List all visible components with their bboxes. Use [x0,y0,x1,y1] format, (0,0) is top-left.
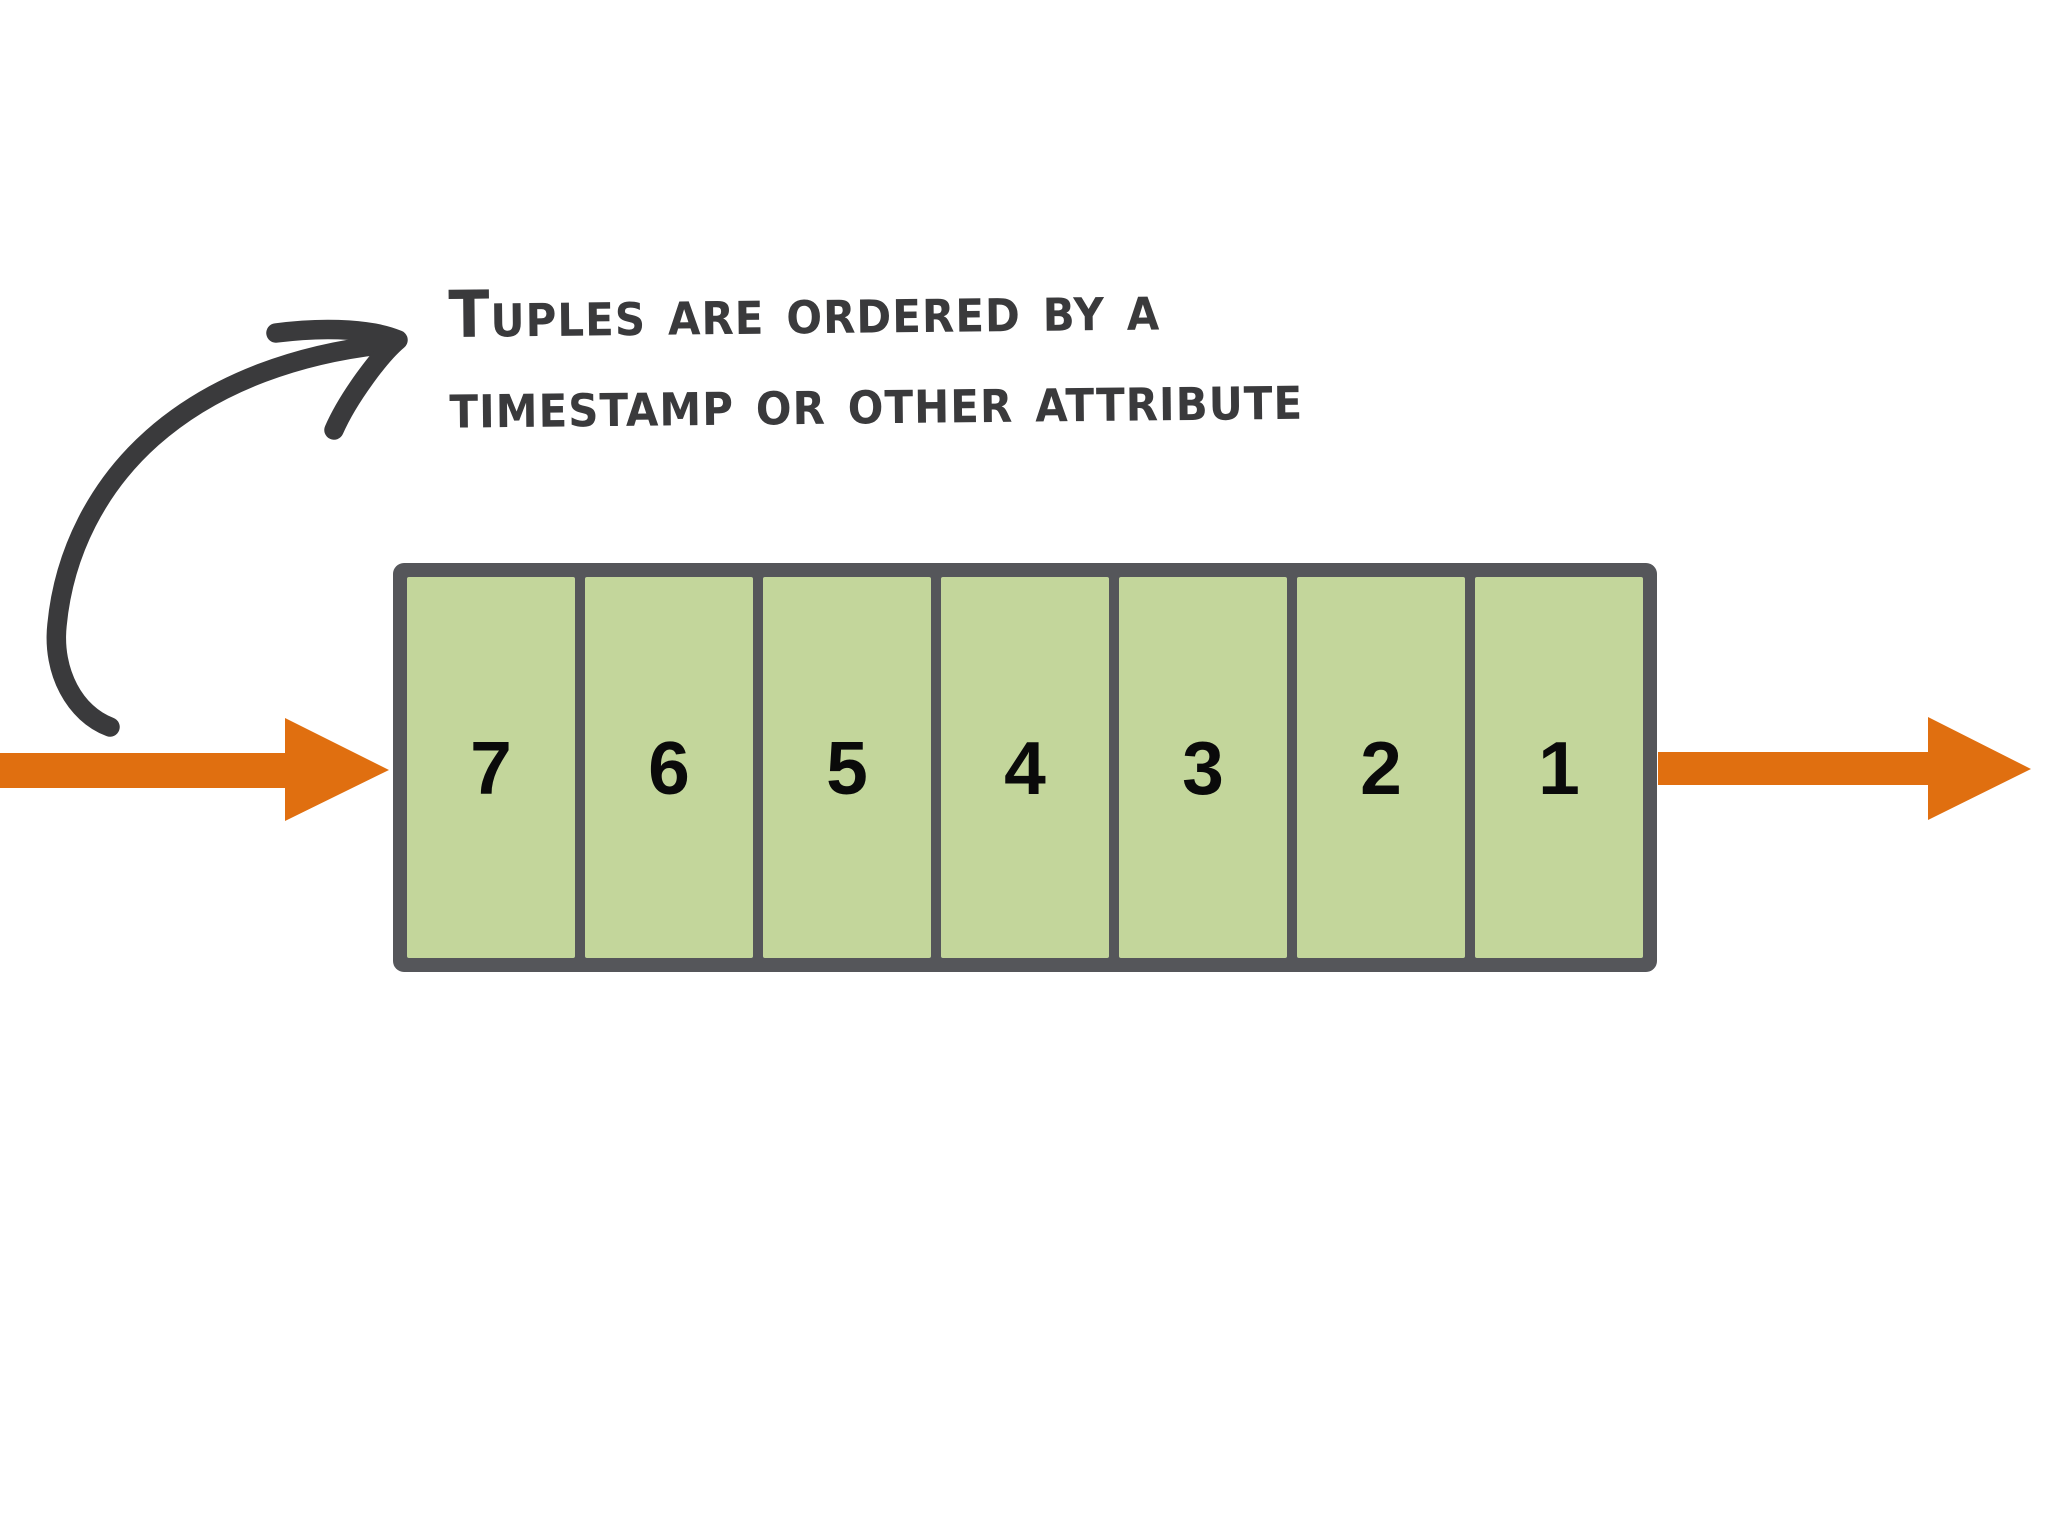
tuple-number: 4 [1004,725,1046,810]
tuple-number: 7 [470,725,512,810]
queue-cell: 3 [1119,577,1287,958]
annotation-line-1: Tuples are ordered by a [448,270,1161,354]
queue-cell: 4 [941,577,1109,958]
annotation-line-2: timestamp or other attribute [449,359,1304,444]
tuple-number: 1 [1538,725,1580,810]
tuple-number: 5 [826,725,868,810]
tuple-number: 2 [1360,725,1402,810]
queue-cell: 6 [585,577,753,958]
tuple-number: 6 [648,725,690,810]
tuple-number: 3 [1182,725,1224,810]
queue-cell: 1 [1475,577,1643,958]
outflow-arrow-icon [1658,717,2031,820]
queue-cell: 2 [1297,577,1465,958]
curved-annotation-arrow-icon [46,319,408,737]
queue-cell: 5 [763,577,931,958]
inflow-arrow-icon [0,718,389,821]
tuple-queue: 7 6 5 4 3 2 1 [393,563,1657,972]
annotation-text: Tuples are ordered by a timestamp or oth… [448,259,1500,451]
queue-cell: 7 [407,577,575,958]
